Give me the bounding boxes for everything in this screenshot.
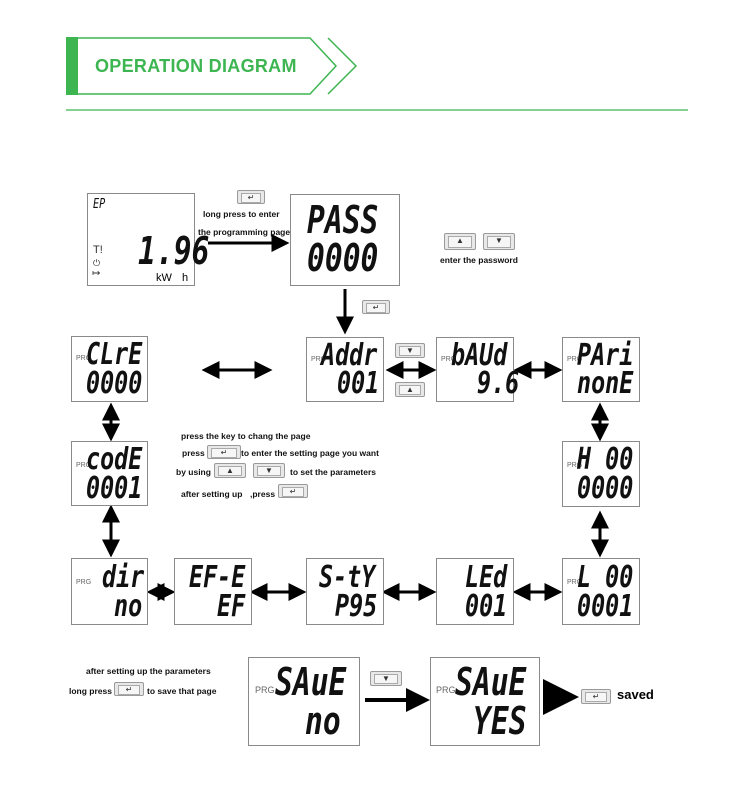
lcd-top-text: SAuE	[455, 660, 527, 704]
lcd-pass-screen: PASS 0000	[290, 194, 400, 286]
caption-instruction-3b: to set the parameters	[290, 467, 376, 477]
caption-instruction-2a: press	[182, 448, 205, 458]
lcd-led-screen: LEd 001	[436, 558, 514, 625]
lcd-l00-screen: PRG L 00 0001	[562, 558, 640, 625]
lcd-save-yes-screen: PRG SAuE YES	[430, 657, 540, 746]
lcd-top-text: H 00	[577, 442, 634, 477]
meter-icon: ↦	[92, 268, 101, 279]
lcd-bottom-text: 001	[465, 589, 508, 624]
lcd-bottom-text: no	[114, 589, 143, 624]
lcd-bottom-text: nonE	[577, 366, 634, 401]
prg-label: PRG	[76, 462, 92, 469]
prg-label: PRG	[311, 356, 327, 363]
lcd-sty-screen: S-tY P95	[306, 558, 384, 625]
caption-save-2a: long press	[69, 686, 112, 696]
prg-label: PRG	[76, 355, 92, 362]
lcd-code-screen: PRG codE 0001	[71, 441, 148, 506]
lcd-bottom-text: 0001	[86, 471, 143, 506]
caption-instruction-4b: ,press	[250, 489, 276, 499]
up-arrow-key-icon: ▲	[214, 463, 246, 478]
lcd-energy-screen: EP T! ⏻ ↦ 1.96 kW h	[87, 193, 209, 286]
prg-label: PRG	[436, 685, 456, 695]
lcd-top-text: L 00	[577, 560, 634, 595]
energy-value: 1.96	[138, 229, 210, 273]
prg-label: PRG	[567, 356, 583, 363]
power-icon: ⏻	[93, 258, 101, 268]
caption-long-press-2: the programming page	[198, 227, 291, 237]
caption-instruction-2b: to enter the setting page you want	[241, 448, 379, 458]
caption-instruction-4a: after setting up	[181, 489, 243, 499]
tariff-label: T!	[93, 244, 103, 256]
lcd-top-text: codE	[86, 442, 143, 477]
enter-key-icon: ↵	[237, 190, 265, 204]
lcd-dir-screen: PRG dir no	[71, 558, 148, 625]
lcd-bottom-text: YES	[473, 699, 527, 743]
lcd-top-text: dir	[102, 560, 145, 595]
enter-key-icon: ↵	[207, 445, 241, 459]
lcd-top-text: EF-E	[189, 560, 246, 595]
enter-key-icon: ↵	[362, 300, 390, 314]
lcd-top-text: S-tY	[319, 560, 376, 595]
caption-instruction-3a: by using	[176, 467, 211, 477]
lcd-h00-screen: PRG H 00 0000	[562, 441, 640, 507]
lcd-baud-screen: PRG bAUd 9.6	[436, 337, 519, 402]
lcd-top-text: CLrE	[86, 337, 143, 372]
down-arrow-key-icon: ▼	[395, 343, 425, 358]
prg-label: PRG	[567, 579, 583, 586]
prg-label: PRG	[255, 685, 275, 695]
down-arrow-key-icon: ▼	[483, 233, 515, 250]
lcd-top-text: PAri	[577, 338, 634, 373]
lcd-bottom-text: 0001	[577, 589, 634, 624]
caption-long-press-1: long press to enter	[203, 209, 280, 219]
up-arrow-key-icon: ▲	[444, 233, 476, 250]
lcd-clre-screen: PRG CLrE 0000	[71, 336, 148, 402]
unit-kw: kW	[156, 272, 172, 284]
lcd-bottom-text: 9.6	[477, 366, 520, 401]
lcd-bottom-text: EF	[217, 589, 246, 624]
caption-saved: saved	[617, 687, 654, 702]
lcd-bottom-text: 001	[337, 366, 380, 401]
lcd-bottom-text: 0000	[577, 471, 634, 506]
lcd-top-text: PASS	[307, 198, 379, 242]
prg-label: PRG	[76, 579, 92, 586]
caption-save-1: after setting up the parameters	[86, 666, 211, 676]
lcd-top-text: bAUd	[451, 338, 508, 373]
up-arrow-key-icon: ▲	[395, 382, 425, 397]
lcd-top-label: EP	[93, 197, 106, 212]
caption-save-2b: to save that page	[147, 686, 217, 696]
unit-h: h	[182, 272, 189, 284]
lcd-top-text: LEd	[465, 560, 508, 595]
lcd-bottom-text: 0000	[307, 236, 379, 280]
down-arrow-key-icon: ▼	[370, 671, 402, 686]
enter-key-icon: ↵	[114, 682, 144, 696]
caption-enter-password: enter the password	[440, 255, 518, 265]
enter-key-icon: ↵	[581, 689, 611, 704]
down-arrow-key-icon: ▼	[253, 463, 285, 478]
lcd-efe-screen: EF-E EF	[174, 558, 252, 625]
lcd-bottom-text: no	[305, 699, 341, 743]
caption-instruction-1: press the key to chang the page	[181, 431, 311, 441]
lcd-save-no-screen: PRG SAuE no	[248, 657, 360, 746]
prg-label: PRG	[441, 356, 457, 363]
lcd-pari-screen: PRG PAri nonE	[562, 337, 640, 402]
lcd-bottom-text: P95	[335, 589, 378, 624]
lcd-bottom-text: 0000	[86, 366, 143, 401]
lcd-top-text: Addr	[321, 338, 378, 373]
enter-key-icon: ↵	[278, 484, 308, 498]
lcd-addr-screen: PRG Addr 001	[306, 337, 384, 402]
page-title: OPERATION DIAGRAM	[95, 56, 297, 76]
lcd-top-text: SAuE	[275, 660, 347, 704]
prg-label: PRG	[567, 462, 583, 469]
